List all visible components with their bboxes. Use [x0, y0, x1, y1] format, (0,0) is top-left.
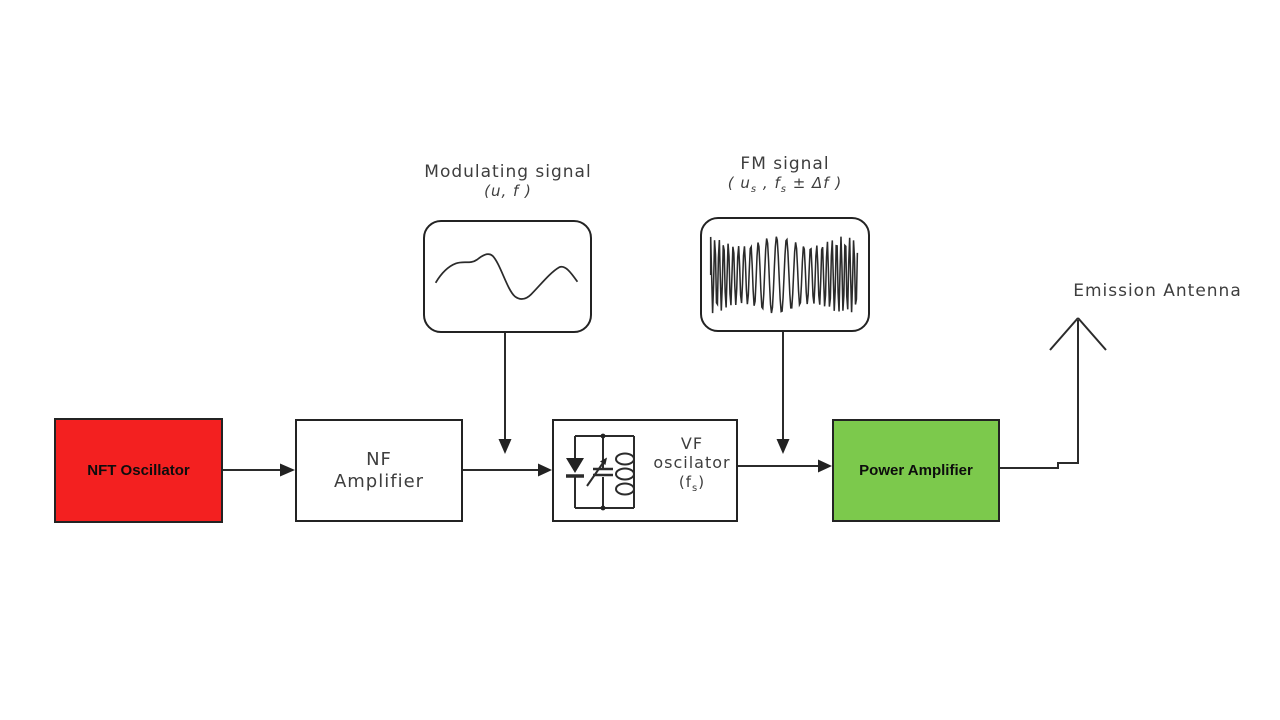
arrowhead-modulating-down	[498, 439, 512, 454]
fm-signal-caption: FM signal ( us , fs ± Δf )	[683, 155, 887, 199]
nf-amplifier-label: NF Amplifier	[333, 448, 425, 492]
fm-waveform	[709, 236, 859, 314]
modulating-waveform	[434, 253, 579, 300]
modulating-signal-scope	[423, 220, 592, 333]
power-amplifier-label: Power Amplifier	[859, 462, 973, 479]
vf-tank-circuit-icon	[566, 433, 635, 511]
varactor-diode-icon	[566, 458, 584, 473]
block-nft-oscillator: NFT Oscillator	[54, 418, 223, 523]
fm-signal-params: ( us , fs ± Δf )	[727, 174, 843, 195]
modulating-signal-caption: Modulating signal (u, f )	[398, 162, 618, 201]
emission-antenna-label: Emission Antenna	[1073, 281, 1242, 301]
modulating-signal-title: Modulating signal	[424, 162, 592, 182]
arrowhead-into-pa	[818, 459, 832, 473]
arrowhead-into-nf	[280, 463, 295, 477]
modulating-signal-params: (u, f )	[484, 182, 532, 200]
block-nf-amplifier: NF Amplifier	[295, 419, 463, 522]
block-vf-oscillator: VF oscilator (fs)	[552, 419, 738, 522]
nft-oscillator-label: NFT Oscillator	[87, 462, 190, 479]
block-power-amplifier: Power Amplifier	[832, 419, 1000, 522]
antenna-icon	[1049, 317, 1107, 351]
arrowhead-fm-down	[776, 439, 790, 454]
fm-signal-title: FM signal	[740, 154, 830, 174]
arrowhead-into-vf	[538, 463, 552, 477]
capacitor-arrow-icon	[600, 457, 607, 465]
junction-dot-top	[600, 433, 606, 439]
vf-oscillator-label: VF oscilator (fs)	[653, 434, 731, 494]
junction-dot-bottom	[600, 505, 606, 511]
fm-signal-scope	[700, 217, 870, 332]
wire-pa-to-antenna	[1000, 320, 1079, 469]
